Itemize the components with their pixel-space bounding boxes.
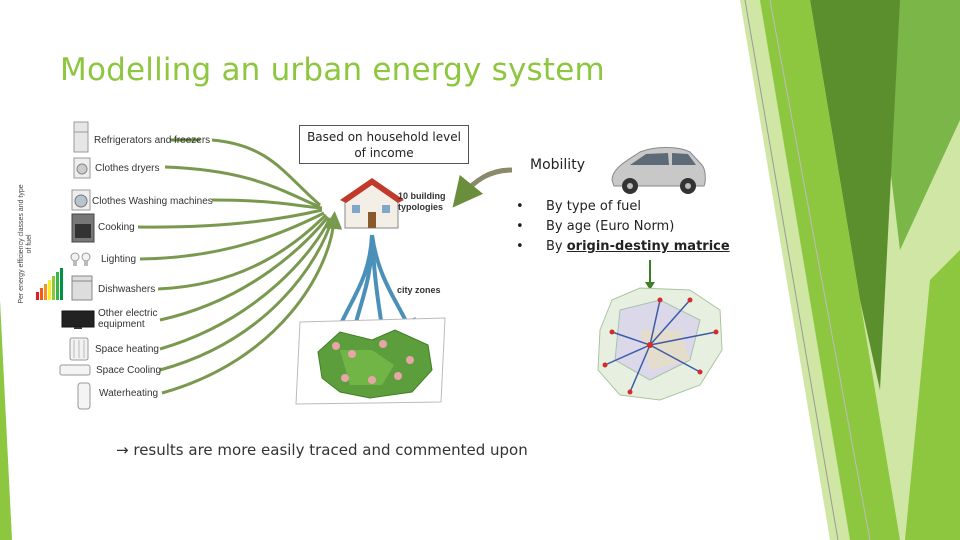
appliance-label-space-heating: Space heating bbox=[95, 344, 159, 355]
television-icon bbox=[61, 310, 95, 329]
house-icon bbox=[340, 178, 404, 229]
origin-destiny-term: origin-destiny matrice bbox=[566, 239, 730, 254]
appliance-label-other-electric: Other electric equipment bbox=[98, 308, 158, 330]
washing-machine-icon bbox=[71, 189, 91, 211]
origin-destiny-map bbox=[597, 287, 723, 401]
right-accent-bottom bbox=[905, 250, 960, 540]
result-statement: → results are more easily traced and com… bbox=[116, 441, 528, 459]
appliance-label-space-cooling: Space Cooling bbox=[96, 365, 162, 376]
car-icon bbox=[611, 147, 706, 194]
mobility-bullet: •By age (Euro Norm) bbox=[516, 219, 675, 234]
city-zone-map bbox=[295, 317, 446, 405]
radiator-icon bbox=[69, 337, 89, 361]
result-text: results are more easily traced and comme… bbox=[133, 441, 528, 459]
mobility-bullet: •By type of fuel bbox=[516, 199, 642, 214]
appliance-label-dryers: Clothes dryers bbox=[95, 163, 160, 174]
appliance-label-lighting: Lighting bbox=[101, 254, 137, 265]
energy-class-bars bbox=[36, 268, 63, 300]
appliance-label-dishwashers: Dishwashers bbox=[98, 284, 156, 295]
right-accent-dark bbox=[810, 0, 900, 390]
dryer-icon bbox=[73, 157, 91, 179]
water-heater-icon bbox=[77, 382, 91, 410]
appliance-label-waterheating: Waterheating bbox=[99, 388, 159, 399]
appliance-label-refrigerators: Refrigerators and freezers bbox=[94, 135, 211, 146]
income-callout: Based on household level of income bbox=[299, 125, 469, 164]
mobility-bullet-list: •By type of fuel •By age (Euro Norm) •By… bbox=[516, 197, 730, 257]
stove-icon bbox=[71, 213, 95, 243]
air-conditioner-icon bbox=[59, 364, 91, 376]
building-typologies-label: 10 building typologies bbox=[398, 191, 446, 212]
appliance-label-washing: Clothes Washing machines bbox=[92, 196, 213, 207]
mobility-heading: Mobility bbox=[530, 157, 585, 173]
left-accent-bar bbox=[0, 300, 12, 540]
city-zones-label: city zones bbox=[397, 285, 441, 295]
right-arrow-icon: → bbox=[116, 441, 129, 459]
dishwasher-icon bbox=[71, 275, 93, 301]
light-bulb-icon bbox=[70, 252, 91, 266]
mobility-bullet: •By origin-destiny matrice bbox=[516, 239, 730, 254]
fridge-icon bbox=[73, 121, 89, 153]
efficiency-vertical-label: Per energy efficiency classes and type o… bbox=[18, 184, 33, 304]
appliance-label-cooking: Cooking bbox=[98, 222, 135, 233]
slide-title: Modelling an urban energy system bbox=[60, 52, 605, 88]
